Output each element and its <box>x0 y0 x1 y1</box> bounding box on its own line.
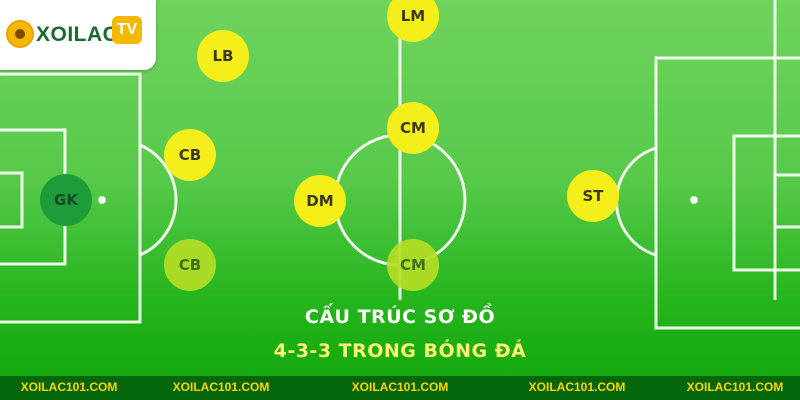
right-penalty-box <box>654 56 800 330</box>
right-penalty-arc <box>615 146 657 257</box>
footer-link[interactable]: XOILAC101.COM <box>686 380 784 394</box>
brand-badge: TV <box>112 16 142 44</box>
headline-line-1: CẤU TRÚC SƠ ĐỒ <box>304 306 496 328</box>
brand-logo[interactable]: XOILAC TV <box>0 0 156 70</box>
football-ball-icon <box>6 20 34 48</box>
footer-bar: XOILAC101.COM XOILAC101.COM XOILAC101.CO… <box>0 376 800 400</box>
right-goal <box>773 173 800 229</box>
player-cb-bottom: CB <box>164 239 216 291</box>
left-goal <box>0 171 24 229</box>
left-penalty-box <box>0 72 142 324</box>
left-penalty-arc <box>139 143 178 257</box>
player-cm-bottom: CM <box>387 239 439 291</box>
footer-link[interactable]: XOILAC101.COM <box>20 380 118 394</box>
player-cm-top: CM <box>387 102 439 154</box>
player-dm: DM <box>294 175 346 227</box>
left-penalty-spot <box>98 196 106 204</box>
player-lm: LM <box>387 0 439 42</box>
right-goal-area <box>732 134 800 272</box>
footer-link[interactable]: XOILAC101.COM <box>351 380 449 394</box>
player-st: ST <box>567 170 619 222</box>
right-penalty-spot <box>690 196 698 204</box>
player-gk: GK <box>40 174 92 226</box>
footer-link[interactable]: XOILAC101.COM <box>172 380 270 394</box>
headline-line-2: 4-3-3 TRONG BÓNG ĐÁ <box>273 340 527 362</box>
player-cb-top: CB <box>164 129 216 181</box>
brand-name: XOILAC <box>36 23 119 46</box>
footer-link[interactable]: XOILAC101.COM <box>528 380 626 394</box>
player-lb: LB <box>197 30 249 82</box>
